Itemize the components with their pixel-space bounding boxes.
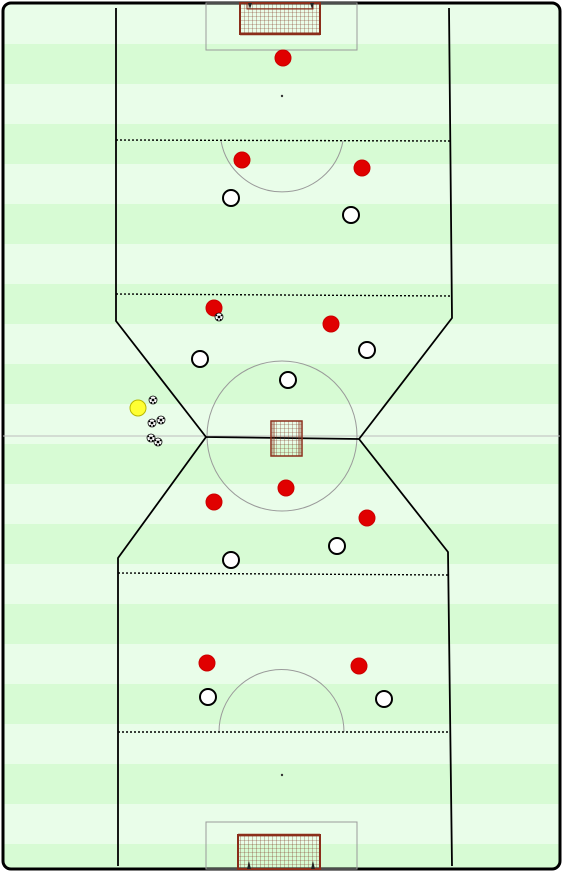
grass-stripe [3,324,560,365]
player-white-icon[interactable] [358,341,376,359]
bottom-penalty-spot [280,773,284,777]
grass-stripes [3,4,560,869]
players-layer [129,49,393,708]
center-goal-icon [270,420,303,457]
player-red-icon[interactable] [198,654,216,672]
player-white-icon[interactable] [222,189,240,207]
grass-stripe [3,284,560,325]
grass-stripe [3,564,560,605]
player-red-icon[interactable] [322,315,340,333]
grass-stripe [3,164,560,205]
grass-stripe [3,84,560,125]
grass-stripe [3,124,560,165]
bottom-goal-icon [237,833,321,870]
bottom-penalty-arc [218,669,345,733]
coach-marker-icon[interactable] [129,399,147,417]
top-penalty-spot [280,94,284,98]
bottom-zone-outline [117,436,453,867]
grass-stripe [3,244,560,285]
player-red-icon[interactable] [274,49,292,67]
soccer-ball-icon[interactable] [148,395,158,405]
zone-line-3 [117,572,449,576]
grass-stripe [3,684,560,725]
center-circle [206,360,358,512]
player-white-icon[interactable] [375,690,393,708]
grass-stripe [3,644,560,685]
grass-stripe [3,604,560,645]
player-red-icon[interactable] [277,479,295,497]
player-white-icon[interactable] [191,350,209,368]
player-red-icon[interactable] [353,159,371,177]
top-goal-icon [239,2,321,36]
player-red-icon[interactable] [358,509,376,527]
soccer-ball-icon[interactable] [147,418,157,428]
player-white-icon[interactable] [199,688,217,706]
player-red-icon[interactable] [350,657,368,675]
grass-stripe [3,724,560,765]
player-white-icon[interactable] [342,206,360,224]
grass-stripe [3,524,560,565]
player-red-icon[interactable] [205,493,223,511]
player-white-icon[interactable] [328,537,346,555]
grass-stripe [3,204,560,245]
grass-stripe [3,764,560,805]
player-red-icon[interactable] [205,299,223,317]
top-penalty-arc [220,140,344,193]
soccer-ball-icon[interactable] [214,312,224,322]
player-white-icon[interactable] [222,551,240,569]
soccer-ball-icon[interactable] [156,415,166,425]
player-white-icon[interactable] [279,371,297,389]
soccer-ball-icon[interactable] [153,437,163,447]
player-red-icon[interactable] [233,151,251,169]
